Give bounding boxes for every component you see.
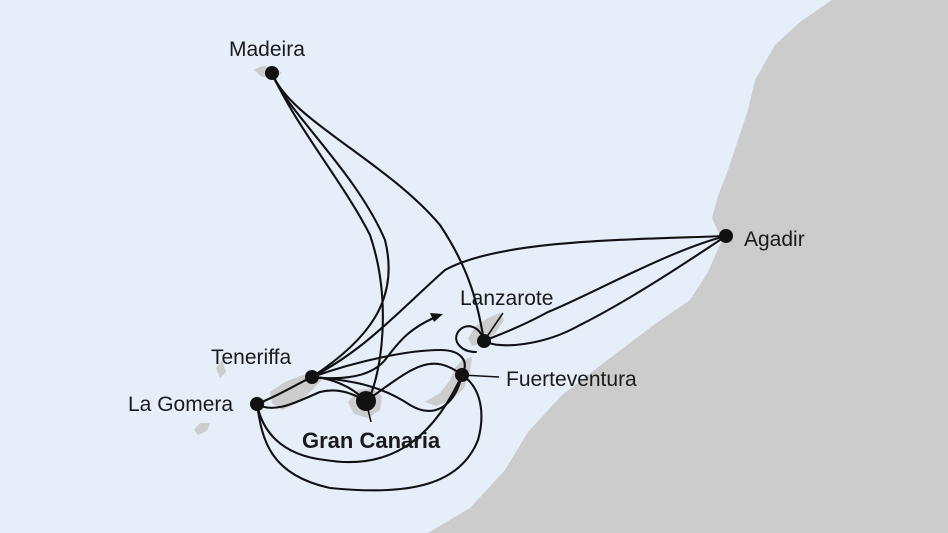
label-gran-canaria: Gran Canaria <box>302 428 441 453</box>
route-teneriffa-fuerteventura-low <box>310 373 464 412</box>
port-agadir <box>719 229 733 243</box>
route-agadir-lanzarote-south <box>482 234 728 347</box>
route-madeira-lanzarote <box>270 71 486 343</box>
island-la-palma <box>216 360 226 378</box>
route-teneriffa-lanzarote-arrow <box>310 314 440 380</box>
route-teneriffa-agadir <box>310 234 728 379</box>
route-arrow-head <box>430 313 443 322</box>
island-lanzarote <box>468 313 504 346</box>
route-madeira-teneriffa <box>270 71 390 379</box>
route-la-gomera-gran-canaria <box>255 389 368 409</box>
port-gran-canaria <box>356 391 376 411</box>
port-la-gomera <box>250 397 264 411</box>
route-teneriffa-fuerteventura <box>310 348 466 379</box>
cruise-routes <box>255 71 728 492</box>
label-agadir: Agadir <box>744 228 805 251</box>
mainland-africa <box>428 0 948 533</box>
port-madeira <box>265 66 279 80</box>
route-gran-canaria-fuerteventura <box>364 362 464 403</box>
island-el-hierro <box>194 423 210 435</box>
route-madeira-gran-canaria <box>270 71 384 403</box>
route-agadir-lanzarote-north <box>482 234 728 343</box>
label-madeira: Madeira <box>229 38 305 61</box>
port-fuerteventura <box>455 368 469 382</box>
label-lanzarote: Lanzarote <box>460 287 553 310</box>
route-la-gomera-fuerteventura-inner <box>255 373 464 464</box>
route-lanzarote-loop <box>455 325 486 354</box>
label-la-gomera: La Gomera <box>128 393 233 416</box>
port-teneriffa <box>305 370 319 384</box>
route-la-gomera-fuerteventura-south <box>255 373 483 492</box>
label-teneriffa: Teneriffa <box>211 346 291 369</box>
label-fuerteventura: Fuerteventura <box>506 368 637 391</box>
port-lanzarote <box>477 334 491 348</box>
